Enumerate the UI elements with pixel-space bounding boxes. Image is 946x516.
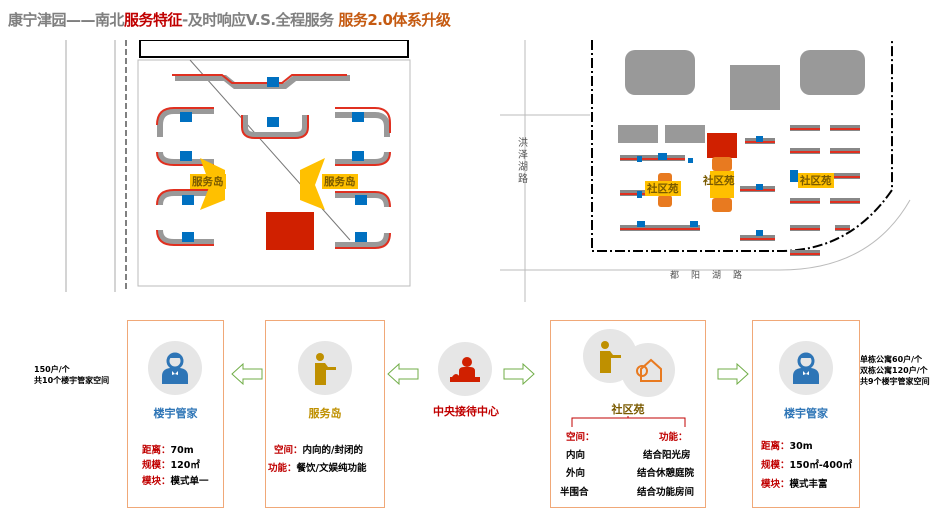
title-upgrade: 服务2.0体系升级 <box>338 11 451 29</box>
function-item: 结合休憩庭院 <box>637 468 695 479</box>
page-title: 康宁津园——南北服务特征-及时响应V.S.全程服务 服务2.0体系升级 <box>8 9 451 30</box>
row-value: 模式丰富 <box>789 479 828 490</box>
community-yard-label: 社区苑 <box>645 181 681 196</box>
arrow-left-icon <box>387 363 419 385</box>
space-item: 外向 <box>566 468 586 479</box>
card-title: 楼宇管家 <box>153 407 198 420</box>
row-value: 30m <box>789 441 813 452</box>
note-line: 双栋公寓120户/个 <box>860 366 928 375</box>
function-heading: 功能： <box>659 432 688 443</box>
row-key: 模块： <box>142 476 171 487</box>
note-right: 单栋公寓60户/个双栋公寓120户/个共9个楼宇管家空间 <box>860 354 930 387</box>
title-part: 康宁津园——南北 <box>8 11 125 29</box>
central-reception-block <box>707 133 737 158</box>
note-line: 单栋公寓60户/个 <box>860 355 923 364</box>
row-value: 70m <box>170 445 194 456</box>
right-site-plan <box>500 40 920 302</box>
service-island-card: 服务岛 空间：内向的/封闭的 功能：餐饮/文娱纯功能 <box>265 320 385 508</box>
space-item: 半围合 <box>560 487 589 498</box>
arrow-right-icon <box>717 363 749 385</box>
central-reception-label: 中央接待中心 <box>433 405 499 418</box>
note-line: 150户/个 <box>34 365 70 374</box>
butler-icon <box>779 341 833 395</box>
central-reception-block <box>266 212 314 250</box>
bracket <box>571 416 686 427</box>
row-value: 模式单一 <box>170 476 209 487</box>
row-key: 空间： <box>274 445 303 456</box>
building-butler-card-south: 楼宇管家 距离：70m 规模：120㎡ 模块：模式单一 <box>127 320 224 508</box>
note-left: 150户/个共10个楼宇管家空间 <box>34 364 109 386</box>
space-item: 内向 <box>566 450 586 461</box>
note-line: 共10个楼宇管家空间 <box>34 376 110 385</box>
building-butler-card-north: 楼宇管家 距离：30m 规模：150㎡-400㎡ 模块：模式丰富 <box>752 320 860 508</box>
butler-icon <box>148 341 202 395</box>
title-part: -及时响应V.S.全程服务 <box>182 11 339 29</box>
row-key: 功能： <box>268 463 297 474</box>
note-line: 共9个楼宇管家空间 <box>860 377 930 386</box>
road-label: 洪泽湖路 <box>518 138 528 185</box>
waiter-icon <box>298 341 352 395</box>
card-title: 服务岛 <box>308 407 342 420</box>
row-value: 150㎡-400㎡ <box>789 460 853 471</box>
left-site-plan <box>60 40 422 292</box>
road-label: 都阳湖路 <box>670 271 755 281</box>
space-heading: 空间： <box>566 432 595 443</box>
function-item: 结合功能房间 <box>637 487 695 498</box>
card-title: 楼宇管家 <box>784 407 828 420</box>
row-key: 模块： <box>761 479 790 490</box>
house-sun-icon <box>621 343 675 397</box>
arrow-right-icon <box>503 363 535 385</box>
community-yard-label: 社区苑 <box>703 175 735 187</box>
card-title: 社区苑 <box>611 403 645 416</box>
building <box>157 75 390 248</box>
service-island-label: 服务岛 <box>322 174 358 189</box>
row-key: 规模： <box>761 460 790 471</box>
row-key: 规模： <box>142 460 171 471</box>
row-value: 内向的/封闭的 <box>302 445 363 456</box>
row-key: 距离： <box>142 445 171 456</box>
arrow-left-icon <box>231 363 263 385</box>
function-item: 结合阳光房 <box>643 450 691 461</box>
row-value: 餐饮/文娱纯功能 <box>296 463 367 474</box>
community-yard-label: 社区苑 <box>798 173 834 188</box>
service-island-label: 服务岛 <box>190 174 226 189</box>
row-value: 120㎡ <box>170 460 200 471</box>
community-yard-card: 社区苑 空间： 功能： 内向 外向 半围合 结合阳光房 结合休憩庭院 结合功能房… <box>550 320 706 508</box>
row-key: 距离： <box>761 441 790 452</box>
title-highlight: 服务特征 <box>124 11 183 29</box>
townhouse-rows <box>790 125 860 256</box>
reception-icon <box>438 342 492 396</box>
